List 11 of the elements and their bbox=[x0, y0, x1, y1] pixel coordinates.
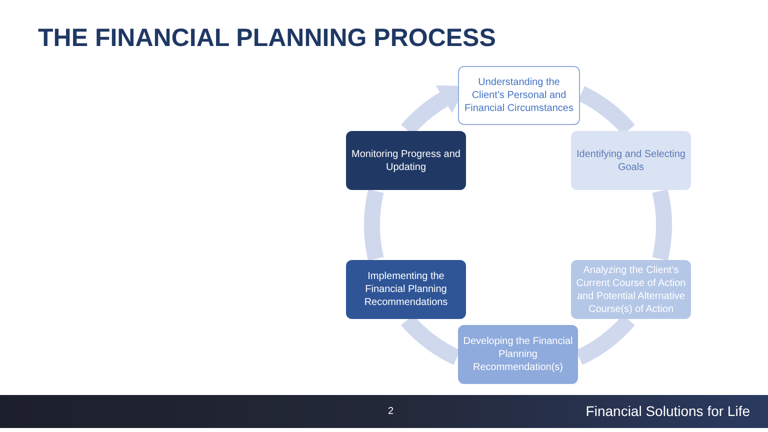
process-step-box: Analyzing the Client’s Current Course of Action and Potential Alternative Course(s) of Action bbox=[571, 260, 691, 319]
page-number: 2 bbox=[388, 405, 394, 419]
process-step-box: Implementing the Financial Planning Recommendations bbox=[346, 260, 466, 319]
process-step-box: Understanding the Client’s Personal and Financial Circumstances bbox=[458, 66, 580, 125]
process-step-box: Developing the Financial Planning Recommendation(s) bbox=[458, 325, 578, 384]
cycle-connector bbox=[652, 190, 672, 260]
slide-title: THE FINANCIAL PLANNING PROCESS bbox=[38, 23, 496, 54]
process-step-box: Identifying and Selecting Goals bbox=[571, 131, 691, 190]
footer-tagline: Financial Solutions for Life bbox=[586, 402, 750, 421]
cycle-connector bbox=[364, 190, 384, 260]
process-step-box: Monitoring Progress and Updating bbox=[346, 131, 466, 190]
